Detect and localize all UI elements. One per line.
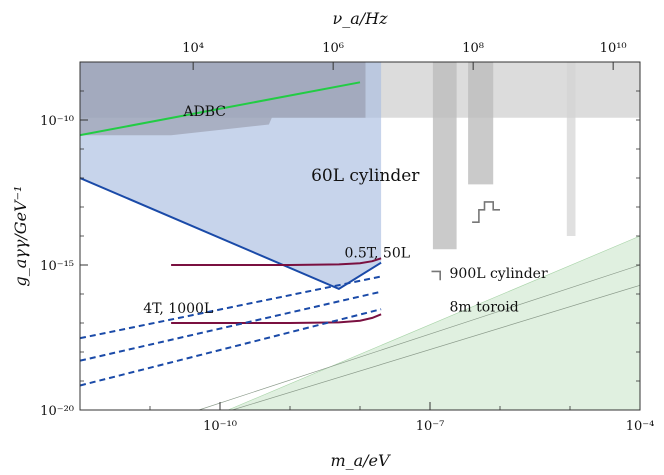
plot-area [80, 62, 640, 410]
y-tick-label: 10⁻¹⁰ [40, 114, 74, 129]
series-exp-small-1 [431, 270, 442, 281]
y-tick-label: 10⁻²⁰ [40, 404, 74, 419]
region-haloscope-1 [432, 62, 457, 250]
series-exp-small-2 [472, 201, 500, 223]
region-qcd-band [162, 235, 640, 410]
annotation-900l-cylinder: 900L cylinder [450, 266, 548, 282]
series-900l-cylinder [80, 275, 382, 340]
x2-tick-label: 10⁴ [182, 41, 204, 56]
region-adbc [80, 62, 366, 136]
x2-tick-label: 10⁸ [462, 41, 484, 56]
annotation-60l-cylinder: 60L cylinder [311, 166, 420, 186]
x-tick-label: 10⁻⁷ [416, 419, 445, 434]
annotation-8m-toroid: 8m toroid [450, 299, 519, 315]
axis-labels: 10⁻¹⁰ 10⁻⁷ 10⁻⁴ 10⁻²⁰ 10⁻¹⁵ 10⁻¹⁰ 10⁴ 10⁶ 10⁸ 10¹… [11, 9, 654, 470]
annotation-0-5t-50l: 0.5T, 50L [344, 246, 410, 262]
series-qcd-line-1 [198, 264, 640, 410]
series-qcd-line-2 [232, 284, 640, 410]
series-0-5t-50l [171, 257, 382, 266]
x2-axis-title: ν_a/Hz [332, 9, 388, 28]
series-60l-cylinder [80, 177, 382, 291]
x-axis-title: m_a/eV [330, 451, 391, 470]
annotation-adbc: ADBC [182, 104, 226, 120]
series-adbc [80, 81, 361, 137]
region-haloscope-2 [468, 62, 494, 185]
annotation-4t-1000l: 4T, 1000L [143, 301, 213, 317]
x-tick-label: 10⁻⁴ [626, 419, 655, 434]
x2-tick-label: 10¹⁰ [600, 41, 627, 56]
x-tick-label: 10⁻¹⁰ [203, 419, 237, 434]
x2-tick-label: 10⁶ [322, 41, 344, 56]
series-dashed-middle [80, 290, 382, 362]
axis-ticks [79, 61, 641, 411]
region-haloscope-3 [566, 62, 576, 236]
y-axis-title: g_aγγ/GeV⁻¹ [11, 186, 30, 287]
series-8m-toroid [80, 308, 382, 387]
y-tick-label: 10⁻¹⁵ [40, 259, 74, 274]
series-4t-1000l [171, 313, 382, 324]
annotations: ADBC 60L cylinder 0.5T, 50L 4T, 1000L 900L c… [143, 104, 548, 317]
